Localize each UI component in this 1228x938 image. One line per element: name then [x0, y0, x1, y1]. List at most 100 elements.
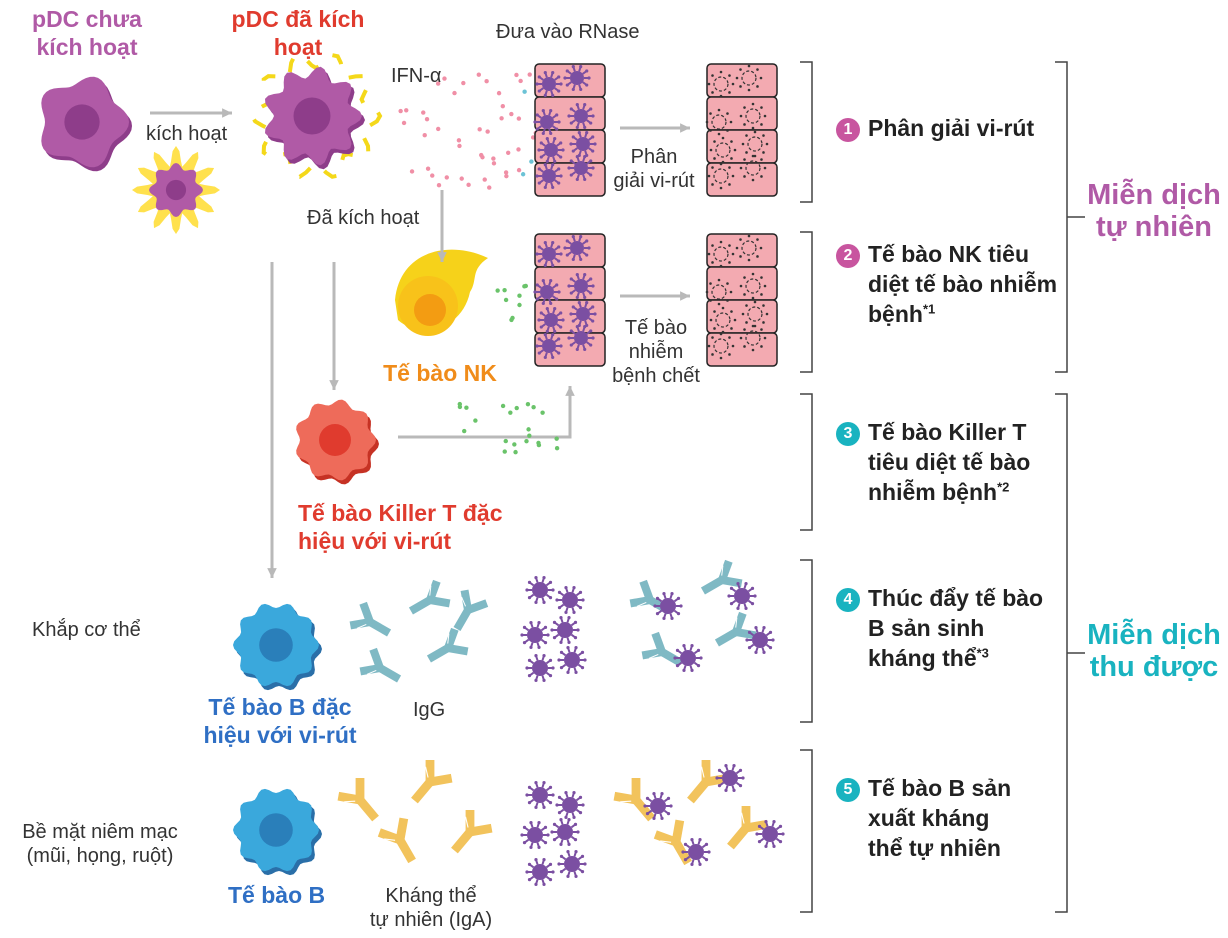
free-virus: [525, 858, 555, 886]
killer-dots-dot: [500, 403, 506, 409]
tissue-infected-top-virus-tip: [589, 121, 593, 125]
tissue-infected-mid-virus-spike: [542, 298, 546, 303]
tissue-infected-mid-virus-spike: [576, 292, 580, 297]
free-virus-tip: [566, 670, 570, 674]
tissue-dead-mid-dead-virus-frag: [753, 300, 757, 304]
free-virus-tip: [564, 586, 568, 590]
free-virus-tip: [542, 678, 546, 682]
free-virus-spike: [573, 648, 577, 653]
bound-virus-core: [650, 798, 666, 814]
igg-antibody-hinge: [366, 670, 377, 675]
bound-virus-spike: [771, 841, 775, 846]
iga-bound-antibody-hinge: [741, 812, 745, 824]
tissue-lysed-top-dead-virus-frag: [713, 140, 716, 143]
neutralized-virus-tip: [662, 616, 666, 620]
free-virus-spike: [570, 824, 576, 829]
iga-antibody-hinge: [425, 766, 429, 778]
tissue-dead-mid-dead-virus-frag: [730, 310, 733, 313]
pdc-active-cell: [265, 66, 365, 170]
tissue-infected-top-virus-tip: [585, 83, 589, 87]
tissue-infected-mid-virus-tip: [589, 291, 593, 295]
tissue-infected-mid-virus-tip: [567, 336, 571, 340]
free-virus-spike: [561, 663, 567, 668]
tissue-infected-top-virus-spike: [576, 157, 580, 162]
free-virus-spike: [566, 637, 570, 642]
pdc-active-label: pDC đã kích hoạt: [231, 6, 365, 60]
free-virus-tip: [552, 838, 557, 842]
igg-antibody-hinge: [356, 624, 367, 629]
free-virus-spike: [541, 879, 545, 884]
tissue-infected-top-virus-tip: [537, 75, 541, 79]
arrow-to-b-cell: [267, 262, 277, 578]
tissue-dead-mid-dead-virus-frag: [762, 304, 765, 307]
free-virus-spike: [559, 603, 565, 608]
iga-antibody-hinge: [344, 800, 356, 803]
tissue-infected-top-virus-spike: [539, 76, 544, 81]
tissue-dead-mid-dead-virus: [705, 278, 733, 306]
neutralized-virus-tip: [754, 650, 758, 654]
tissue-lysed-top-dead-virus-frag: [711, 74, 714, 77]
tissue-infected-top-virus-tip: [533, 120, 537, 124]
tissue-lysed-top-dead-virus-frag: [759, 76, 763, 80]
arrow-to-nk: [437, 190, 447, 262]
free-virus-spike: [570, 633, 576, 638]
nk-dots-dot: [503, 297, 509, 303]
free-virus-spike: [535, 656, 539, 661]
tissue-dead-mid-dead-virus-frag: [747, 234, 751, 238]
ifn-dots-dot: [436, 126, 441, 132]
ifn-dots-dot: [421, 110, 426, 115]
iga-bound-antibody-stem: [632, 797, 655, 822]
tissue-infected-top-virus-tip: [583, 125, 587, 130]
tissue-infected-top-virus-tip: [557, 181, 561, 185]
bound-virus-tip: [778, 840, 783, 844]
tissue-infected-mid-virus-spike: [544, 335, 548, 340]
tissue-infected-mid-virus-tip: [549, 301, 553, 306]
tissue-lysed-top-dead-virus-frag: [743, 175, 746, 178]
tissue-dead-mid-dead-virus-frag: [739, 336, 743, 340]
ifn-dots-dot: [516, 167, 522, 173]
neutralized-virus-tip: [768, 646, 773, 650]
arrow-lysis-head: [680, 123, 690, 133]
killer-dots-dot: [512, 442, 517, 447]
tissue-infected-top-virus: [533, 108, 561, 136]
iga-antibody: [411, 760, 453, 804]
bound-virus-tip: [724, 788, 728, 792]
bound-virus-tip: [724, 764, 728, 768]
igg-bound-antibody-arm-right: [639, 579, 655, 604]
neutralized-virus-tip: [750, 602, 755, 606]
tissue-lysed-top-dead-virus-frag: [726, 112, 729, 115]
tissue-infected-mid-virus-tip: [551, 332, 555, 337]
free-virus-tip: [548, 658, 553, 662]
igg-bound-antibody: [641, 631, 684, 667]
tissue-dead-mid-dead-virus-core: [713, 338, 729, 354]
tissue-infected-top-virus-spike: [550, 73, 554, 78]
neutralized-virus-tip: [747, 630, 752, 634]
neutralized-virus-spike: [761, 647, 765, 652]
bracket-acquired: [1055, 393, 1085, 913]
free-virus-tip: [525, 870, 529, 874]
free-virus-spike: [577, 856, 583, 861]
neutralized-virus-spike: [747, 599, 753, 604]
tissue-infected-mid-virus-tip: [539, 311, 543, 315]
tissue-infected-top-virus-spike: [554, 76, 559, 81]
tissue-dead-mid-dead-virus-frag: [739, 284, 743, 288]
tissue-infected-mid-virus-spike: [584, 320, 588, 325]
free-virus-spike: [560, 839, 564, 844]
tissue-infected-top-virus-tip: [575, 125, 579, 130]
tissue-infected-mid-virus-tip: [575, 324, 579, 329]
free-virus-spike: [565, 588, 569, 593]
free-virus-spike: [529, 864, 535, 869]
tissue-lysed-top-dead-virus-frag: [705, 120, 709, 124]
tissue-lysed-top-dead-virus: [709, 136, 737, 164]
tissue-infected-mid-virus-core: [574, 279, 588, 293]
tissue-dead-mid-dead-virus: [739, 272, 767, 300]
free-virus-tip: [578, 590, 583, 594]
ifn-dots-dot: [516, 147, 521, 152]
free-virus-tip: [527, 862, 532, 866]
tissue-lysed-top-dead-virus-frag: [711, 183, 714, 186]
tissue-lysed-top-dead-virus-frag: [745, 151, 748, 154]
neutralized-virus-spike: [761, 628, 765, 633]
bracket-step-1: [800, 61, 813, 203]
iga-antibody-arm-right: [427, 773, 453, 787]
free-virus-spike: [540, 638, 546, 643]
